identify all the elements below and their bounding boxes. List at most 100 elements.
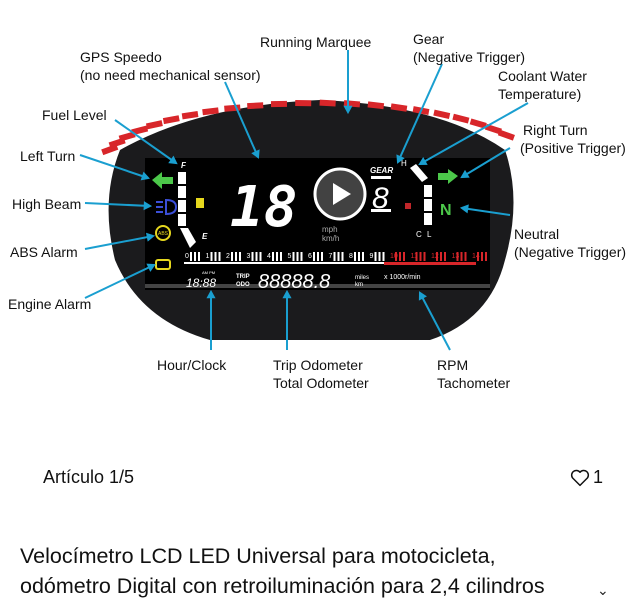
callout-arrowhead	[396, 154, 405, 164]
callout-arrowhead	[146, 263, 156, 272]
product-image[interactable]: ABS F E 18 mph km/h GEAR 8 H	[0, 0, 640, 450]
expand-title-chevron-icon[interactable]: ⌄	[597, 582, 609, 598]
rpm-unit: x 1000r/min	[384, 274, 421, 281]
marquee-led	[452, 113, 470, 124]
label-right-turn-note: (Positive Trigger)	[520, 140, 626, 156]
abs-alarm-icon	[155, 225, 171, 241]
right-turn-icon	[438, 169, 458, 184]
label-coolant: Coolant Water	[498, 68, 587, 84]
rpm-segment	[214, 252, 217, 261]
rpm-segment	[218, 252, 221, 261]
rpm-segment	[321, 252, 323, 261]
coolant-icon	[405, 203, 411, 209]
callout-arrow	[461, 207, 511, 216]
rpm-tick-label: 1	[206, 253, 210, 260]
product-title-line2: odómetro Digital con retroiluminación pa…	[20, 574, 545, 598]
rpm-segment	[341, 252, 344, 261]
rpm-tick-label: 2	[226, 253, 230, 260]
rpm-segment	[423, 252, 426, 261]
callout-arrowhead	[418, 291, 427, 301]
rpm-segment	[419, 252, 422, 261]
rpm-segment	[280, 252, 282, 261]
rpm-tick-label: 12	[431, 253, 439, 260]
label-gear: Gear	[413, 31, 445, 47]
label-hour-clock: Hour/Clock	[157, 357, 227, 373]
marquee-led	[319, 99, 336, 107]
heart-icon	[570, 469, 590, 486]
rpm-segment	[194, 252, 196, 261]
temp-low-label: L	[427, 230, 432, 239]
rpm-segment	[198, 252, 200, 261]
rpm-segment	[296, 252, 299, 261]
callout-arrowhead	[460, 169, 470, 179]
rpm-segment	[444, 252, 446, 261]
callout-arrow	[84, 264, 155, 299]
callout-arrow	[461, 147, 511, 178]
fuel-full-label: F	[181, 161, 187, 170]
callout-arrow	[79, 154, 149, 179]
callout-arrowhead	[143, 201, 153, 211]
trip-label: TRIP	[236, 274, 250, 280]
rpm-segment	[440, 252, 442, 261]
am-pm-label: AM PM	[202, 270, 215, 275]
callout-arrow	[114, 119, 177, 164]
rpm-segment	[485, 252, 487, 261]
rpm-segment	[395, 252, 397, 261]
rpm-segment	[317, 252, 319, 261]
callout-arrowhead	[168, 155, 178, 165]
rpm-tick-label: 3	[247, 253, 251, 260]
label-abs-alarm: ABS Alarm	[10, 244, 78, 260]
like-button[interactable]: 1	[570, 467, 603, 488]
rpm-segment	[333, 252, 336, 261]
rpm-segment	[374, 252, 377, 261]
callout-arrowhead	[459, 204, 469, 214]
rpm-tick-label: 4	[267, 253, 271, 260]
fuel-empty-label: E	[202, 232, 208, 241]
rpm-segment	[477, 252, 479, 261]
rpm-segment	[210, 252, 213, 261]
callout-arrowhead	[251, 149, 260, 159]
rpm-segment	[235, 252, 237, 261]
product-title: Velocímetro LCD LED Universal para motoc…	[20, 541, 620, 601]
callout-arrows	[79, 50, 529, 351]
marquee-led	[270, 100, 288, 108]
callout-arrowhead	[145, 232, 156, 242]
fuel-gauge	[178, 172, 196, 248]
marquee-led	[202, 107, 219, 116]
rpm-redline	[384, 262, 476, 265]
marquee-led	[497, 129, 515, 141]
rpm-segment	[464, 252, 467, 261]
callout-arrowhead	[343, 105, 353, 115]
rpm-segment	[399, 252, 401, 261]
marquee-led	[181, 111, 199, 120]
left-turn-icon	[152, 172, 173, 189]
product-title-line1: Velocímetro LCD LED Universal para motoc…	[20, 544, 496, 568]
rpm-tick-label: 0	[185, 253, 189, 260]
rpm-segment	[337, 252, 340, 261]
marquee-led	[390, 103, 408, 112]
callout-arrowhead	[282, 289, 292, 299]
label-gps-speedo-note: (no need mechanical sensor)	[80, 67, 261, 83]
rpm-tick-label: 5	[288, 253, 292, 260]
label-high-beam: High Beam	[12, 196, 82, 212]
fuel-pump-icon	[196, 198, 204, 208]
odo-unit-miles: miles	[355, 275, 369, 281]
marquee-led	[162, 115, 180, 125]
label-tachometer: Tachometer	[437, 375, 511, 391]
rpm-tick-label: 6	[308, 253, 312, 260]
rpm-segment	[456, 252, 459, 261]
callout-arrow	[419, 292, 451, 351]
rpm-segment	[362, 252, 364, 261]
rpm-segment	[403, 252, 405, 261]
play-icon[interactable]	[313, 167, 367, 221]
rpm-baseline	[184, 262, 384, 264]
callout-arrowhead	[206, 289, 216, 299]
label-rpm: RPM	[437, 357, 469, 373]
rpm-tick-label: 14	[472, 253, 480, 260]
rpm-segment	[382, 252, 385, 261]
rpm-segment	[292, 252, 295, 261]
abs-text: ABS	[158, 231, 169, 237]
marquee-led	[118, 131, 136, 142]
gear-readout: 8	[372, 182, 389, 215]
